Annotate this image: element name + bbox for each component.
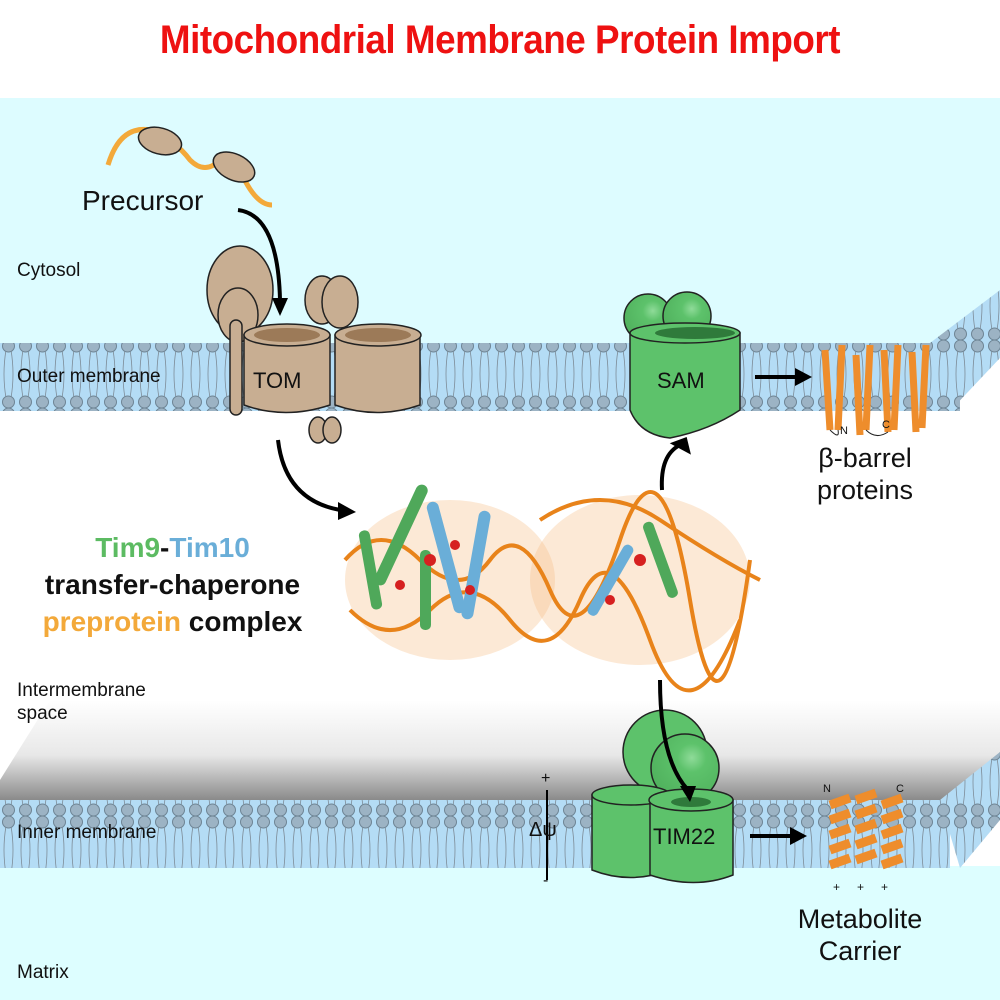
- precursor-label: Precursor: [82, 185, 204, 216]
- tim22-complex: [591, 709, 734, 884]
- outer-membrane-label: Outer membrane: [17, 366, 161, 387]
- charge-plus-1: +: [833, 880, 841, 894]
- charge-plus-3: +: [881, 880, 889, 894]
- tom-complex: [206, 245, 422, 444]
- arrow-precursor-to-tom: [237, 208, 282, 301]
- arrowheads: [272, 298, 812, 845]
- membrane-potential-symbol: Δψ: [529, 819, 557, 841]
- metabolite-carrier-protein: [828, 788, 904, 870]
- complex-caption-line2: transfer-chaperone: [44, 569, 301, 600]
- outer-membrane-bend: [930, 290, 1000, 411]
- inner-membrane-label: Inner membrane: [17, 822, 157, 843]
- charge-plus-2: +: [857, 880, 865, 894]
- matrix-region: [0, 866, 1000, 1000]
- carrier-c-terminus: C: [896, 783, 904, 795]
- matrix-label: Matrix: [17, 962, 69, 983]
- beta-barrel-protein: [821, 344, 930, 436]
- complex-caption-line3: preprotein complex: [0, 604, 345, 639]
- complex-caption-line1: Tim9-Tim10: [0, 530, 345, 565]
- metabolite-carrier-label-line1: Metabolite: [797, 904, 923, 934]
- tim22-label: TIM22: [653, 824, 716, 849]
- tim9-label: Tim9: [95, 532, 161, 563]
- membrane-potential-minus: -: [543, 872, 549, 889]
- preprotein-label: preprotein: [42, 606, 182, 637]
- inner-membrane-bend: [940, 752, 1000, 868]
- intermembrane-space-label-line1: Intermembrane: [17, 680, 146, 701]
- beta-barrel-c-terminus: C: [882, 419, 890, 431]
- complex-word: complex: [181, 606, 303, 637]
- diagram-title: Mitochondrial Membrane Protein Import: [159, 18, 841, 62]
- carrier-n-terminus: N: [823, 783, 831, 795]
- tim9-tim10-complex-structure: [343, 484, 761, 693]
- tom-label: TOM: [253, 368, 302, 393]
- beta-barrel-label-line2: proteins: [816, 475, 914, 505]
- intermembrane-space-label-line2: space: [17, 703, 68, 724]
- tim10-label: Tim10: [169, 532, 250, 563]
- sam-label: SAM: [657, 368, 705, 393]
- membrane-potential-plus: +: [541, 770, 551, 787]
- metabolite-carrier-label-line2: Carrier: [818, 936, 902, 966]
- sam-complex: [623, 291, 741, 439]
- ims-shading: [0, 700, 1000, 800]
- beta-barrel-n-terminus: N: [840, 425, 848, 437]
- precursor-protein: [105, 126, 273, 208]
- arrow-tom-to-chaperone: [276, 439, 341, 512]
- cytosol-label: Cytosol: [17, 260, 81, 281]
- caption-dash: -: [160, 532, 170, 563]
- arrows: [237, 208, 795, 880]
- beta-barrel-label-line1: β-barrel: [818, 443, 912, 473]
- arrow-chaperone-to-tim22: [658, 679, 690, 792]
